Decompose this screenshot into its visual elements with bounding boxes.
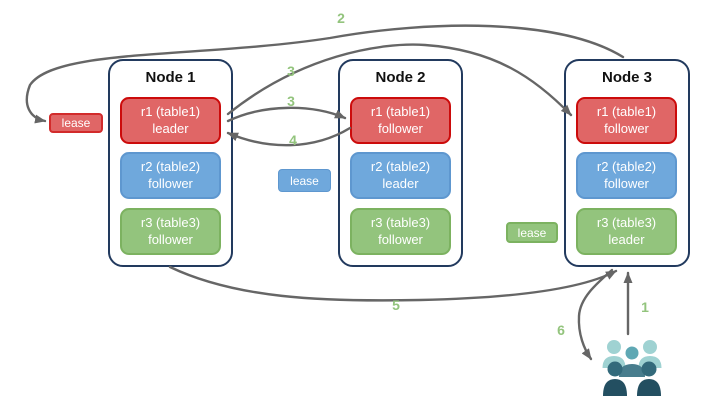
replica-node3-r2: r2 (table2) follower bbox=[576, 152, 677, 199]
person-back-left-body bbox=[602, 356, 626, 368]
node-3-title: Node 3 bbox=[601, 69, 652, 86]
replica-role: follower bbox=[378, 231, 423, 247]
node-2-title: Node 2 bbox=[375, 69, 426, 86]
replica-node1-r3: r3 (table3) follower bbox=[120, 208, 221, 255]
person-front-left-head bbox=[607, 361, 623, 377]
replica-role: follower bbox=[604, 175, 649, 191]
replica-name: r1 (table1) bbox=[140, 103, 201, 119]
person-front-right-head bbox=[641, 361, 657, 377]
step-label-5: 5 bbox=[392, 297, 400, 313]
step-label-2: 2 bbox=[337, 10, 345, 26]
lease-label-green: lease bbox=[506, 222, 558, 243]
step-label-4: 4 bbox=[289, 132, 297, 148]
replica-name: r3 (table3) bbox=[140, 214, 201, 230]
replica-node3-r3: r3 (table3) leader bbox=[576, 208, 677, 255]
replica-role: follower bbox=[378, 120, 423, 136]
replica-name: r2 (table2) bbox=[140, 158, 201, 174]
replica-node1-r2: r2 (table2) follower bbox=[120, 152, 221, 199]
person-back-right-head bbox=[643, 340, 657, 354]
replica-node2-r2: r2 (table2) leader bbox=[350, 152, 451, 199]
replica-role: leader bbox=[608, 231, 645, 247]
person-back-left-head bbox=[607, 340, 621, 354]
replica-node1-r1: r1 (table1) leader bbox=[120, 97, 221, 144]
arrow-5-node1-to-node3 bbox=[168, 265, 618, 302]
replica-name: r1 (table1) bbox=[370, 103, 431, 119]
step-label-1: 1 bbox=[641, 299, 649, 315]
replica-role: leader bbox=[152, 120, 189, 136]
replica-role: follower bbox=[604, 120, 649, 136]
arrow-6-node3-to-clients bbox=[577, 268, 614, 361]
replica-name: r3 (table3) bbox=[370, 214, 431, 230]
replica-node2-r3: r3 (table3) follower bbox=[350, 208, 451, 255]
replica-role: follower bbox=[148, 175, 193, 191]
person-middle-body bbox=[619, 364, 645, 377]
person-back-right-body bbox=[638, 356, 662, 368]
replica-name: r2 (table2) bbox=[596, 158, 657, 174]
person-front-left-body bbox=[603, 379, 627, 396]
step-label-3-to-node2: 3 bbox=[287, 93, 295, 109]
lease-label-red: lease bbox=[49, 113, 103, 133]
lease-label-blue: lease bbox=[278, 169, 331, 192]
replica-node3-r1: r1 (table1) follower bbox=[576, 97, 677, 144]
step-label-6: 6 bbox=[557, 322, 565, 338]
users-group-icon bbox=[602, 340, 662, 396]
step-label-3-to-node3: 3 bbox=[287, 63, 295, 79]
node-1-title: Node 1 bbox=[145, 69, 196, 86]
replica-node2-r1: r1 (table1) follower bbox=[350, 97, 451, 144]
replica-name: r3 (table3) bbox=[596, 214, 657, 230]
person-front-right-body bbox=[637, 379, 661, 396]
replica-role: follower bbox=[148, 231, 193, 247]
node-1: Node 1 r1 (table1) leader r2 (table2) fo… bbox=[108, 59, 233, 267]
replica-name: r1 (table1) bbox=[596, 103, 657, 119]
replica-role: leader bbox=[382, 175, 419, 191]
node-2: Node 2 r1 (table1) follower r2 (table2) … bbox=[338, 59, 463, 267]
node-3: Node 3 r1 (table1) follower r2 (table2) … bbox=[564, 59, 690, 267]
replica-name: r2 (table2) bbox=[370, 158, 431, 174]
arrow-3-node1-to-node2 bbox=[226, 106, 347, 123]
person-middle-head bbox=[625, 346, 639, 360]
